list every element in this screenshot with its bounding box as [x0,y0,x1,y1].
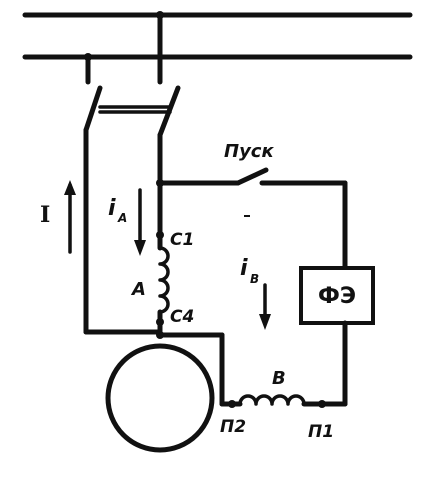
terminal-p1-label: П1 [308,422,334,442]
current-a-label: i [108,196,116,221]
current-a-subscript: A [117,211,127,225]
terminal-c1-label: C1 [170,230,194,250]
junction-tap-top [156,11,164,19]
junction-tap-bottom [84,53,92,61]
phase-element-label: ФЭ [318,284,356,309]
start-switch-blade [235,167,269,186]
switch-blade-left [83,85,103,133]
start-label: Пуск [224,141,274,162]
terminal-p1-dot [318,400,326,408]
phase-element-box [299,266,375,325]
winding-b-coil [238,394,306,406]
winding-a-label: A [130,279,146,300]
motor-rotor [105,343,215,453]
current-a-arrowhead [134,240,146,256]
winding-b-label: B [272,368,286,389]
terminal-p2-label: П2 [220,417,246,437]
current-b-subscript: B [250,272,259,286]
terminal-c4-label: C4 [170,307,194,327]
current-b-arrowhead [259,314,271,330]
current-total-arrowhead [64,180,76,195]
winding-a-coil [158,246,170,314]
current-b-label: i [240,256,248,281]
current-total-label: I [40,202,50,228]
